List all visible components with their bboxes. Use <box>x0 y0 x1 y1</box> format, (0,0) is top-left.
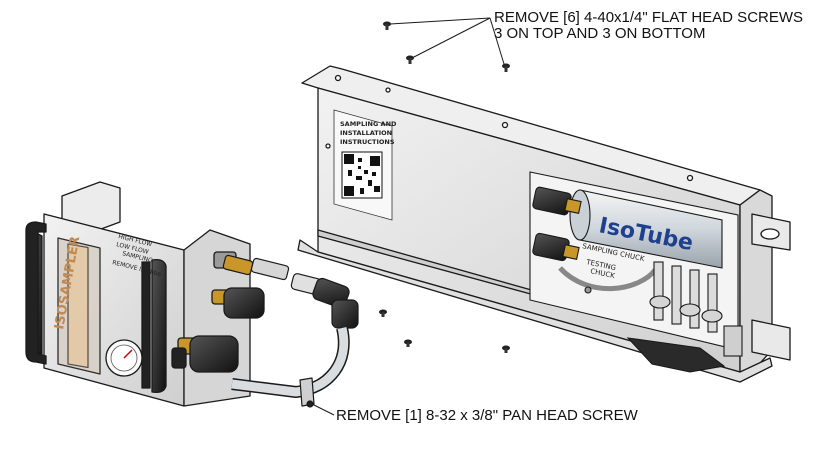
top-screws-callout: REMOVE [6] 4-40x1/4" FLAT HEAD SCREWS 3 … <box>494 10 803 42</box>
flat-head-screw-icon <box>502 345 510 353</box>
isosampler-unit <box>25 181 265 407</box>
instructions-title-line3: INSTRUCTIONS <box>340 138 395 146</box>
instructions-title-line1: SAMPLING AND <box>340 120 397 128</box>
isotube-window: IsoTube SAMPLING CHUCK TESTING CHUCK <box>529 171 743 373</box>
top-screws-leaders <box>389 17 505 65</box>
hose-connector-assembly <box>222 254 359 408</box>
instructions-title-line2: INSTALLATION <box>340 129 392 137</box>
qr-code-icon <box>341 151 383 199</box>
flat-head-screw-icon <box>383 21 391 30</box>
instructions-label: SAMPLING AND INSTALLATION INSTRUCTIONS <box>333 109 397 221</box>
flat-head-screw-icon <box>404 339 412 347</box>
bottom-screw-leader <box>311 403 335 416</box>
flat-head-screw-icon <box>379 309 387 317</box>
top-callout-line1: REMOVE [6] 4-40x1/4" FLAT HEAD SCREWS <box>494 9 804 26</box>
flat-head-screw-icon <box>406 55 414 64</box>
flat-head-screw-icon <box>502 63 510 72</box>
top-callout-line2: 3 ON TOP AND 3 ON BOTTOM <box>494 25 706 42</box>
bottom-screw-callout: REMOVE [1] 8-32 x 3/8" PAN HEAD SCREW <box>336 407 638 424</box>
